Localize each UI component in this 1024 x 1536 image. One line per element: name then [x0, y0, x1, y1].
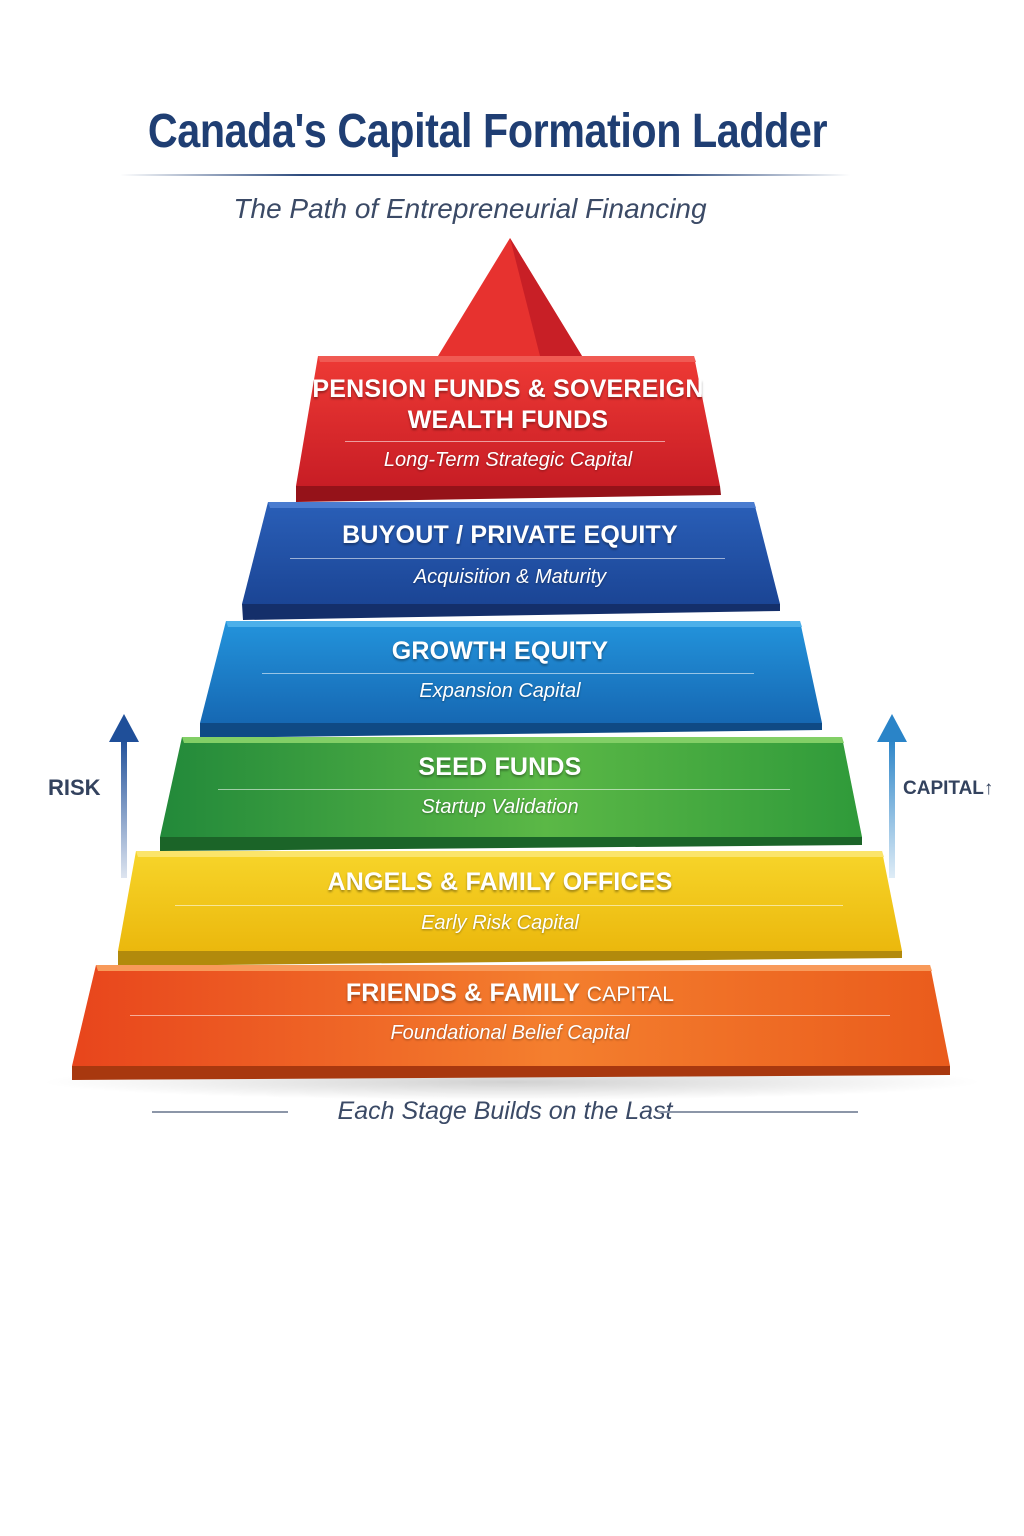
footer-line-left [152, 1111, 288, 1113]
tier-divider-pension [345, 441, 665, 442]
capital-arrow-icon [877, 714, 907, 878]
footer-line-right [658, 1111, 858, 1113]
tier-subtitle-buyout: Acquisition & Maturity [413, 566, 607, 588]
diagram-subtitle: The Path of Entrepreneurial Financing [233, 193, 707, 224]
tier-subtitle-growth: Expansion Capital [419, 680, 581, 702]
diagram-title: Canada's Capital Formation Ladder [147, 105, 828, 158]
tier-divider-growth [262, 673, 754, 674]
risk-label: RISK [48, 775, 101, 800]
tier-divider-buyout [290, 558, 725, 559]
tier-divider-friends [130, 1015, 890, 1016]
tier-shape-pension [296, 356, 721, 502]
tier-shape-growth [200, 621, 822, 738]
tier-title-growth: GROWTH EQUITY [391, 637, 609, 665]
tier-subtitle-friends: Foundational Belief Capital [390, 1022, 630, 1044]
title-divider [120, 174, 850, 176]
tier-title-pension: PENSION FUNDS & SOVEREIGN WEALTH FUNDS [300, 374, 716, 436]
tier-title-friends-small: CAPITAL [586, 983, 675, 1006]
tier-divider-seed [218, 789, 790, 790]
tier-title-buyout: BUYOUT / PRIVATE EQUITY [342, 521, 678, 549]
tier-shape-seed [160, 737, 862, 851]
tier-subtitle-seed: Startup Validation [421, 796, 579, 818]
tier-title-seed: SEED FUNDS [418, 753, 582, 781]
risk-arrow-icon [109, 714, 139, 878]
tier-shape-angels [118, 851, 902, 966]
tier-shape-buyout [242, 502, 780, 620]
tier-subtitle-angels: Early Risk Capital [421, 912, 579, 934]
footer-text: Each Stage Builds on the Last [337, 1097, 673, 1125]
tier-title-friends: FRIENDS & FAMILY CAPITAL [90, 978, 930, 1010]
capital-label: CAPITAL↑ [903, 778, 993, 800]
tier-divider-angels [175, 905, 843, 906]
pyramid-apex [438, 238, 582, 356]
tier-title-friends-main: FRIENDS & FAMILY [345, 979, 580, 1007]
capital-up-icon: ↑ [983, 778, 994, 799]
tier-subtitle-pension: Long-Term Strategic Capital [383, 449, 633, 471]
capital-label-text: CAPITAL [903, 778, 984, 799]
tier-title-pension-line1: PENSION FUNDS & SOVEREIGN [312, 375, 704, 403]
tier-title-pension-line2: WEALTH FUNDS [407, 406, 609, 434]
tier-title-angels: ANGELS & FAMILY OFFICES [327, 868, 673, 896]
